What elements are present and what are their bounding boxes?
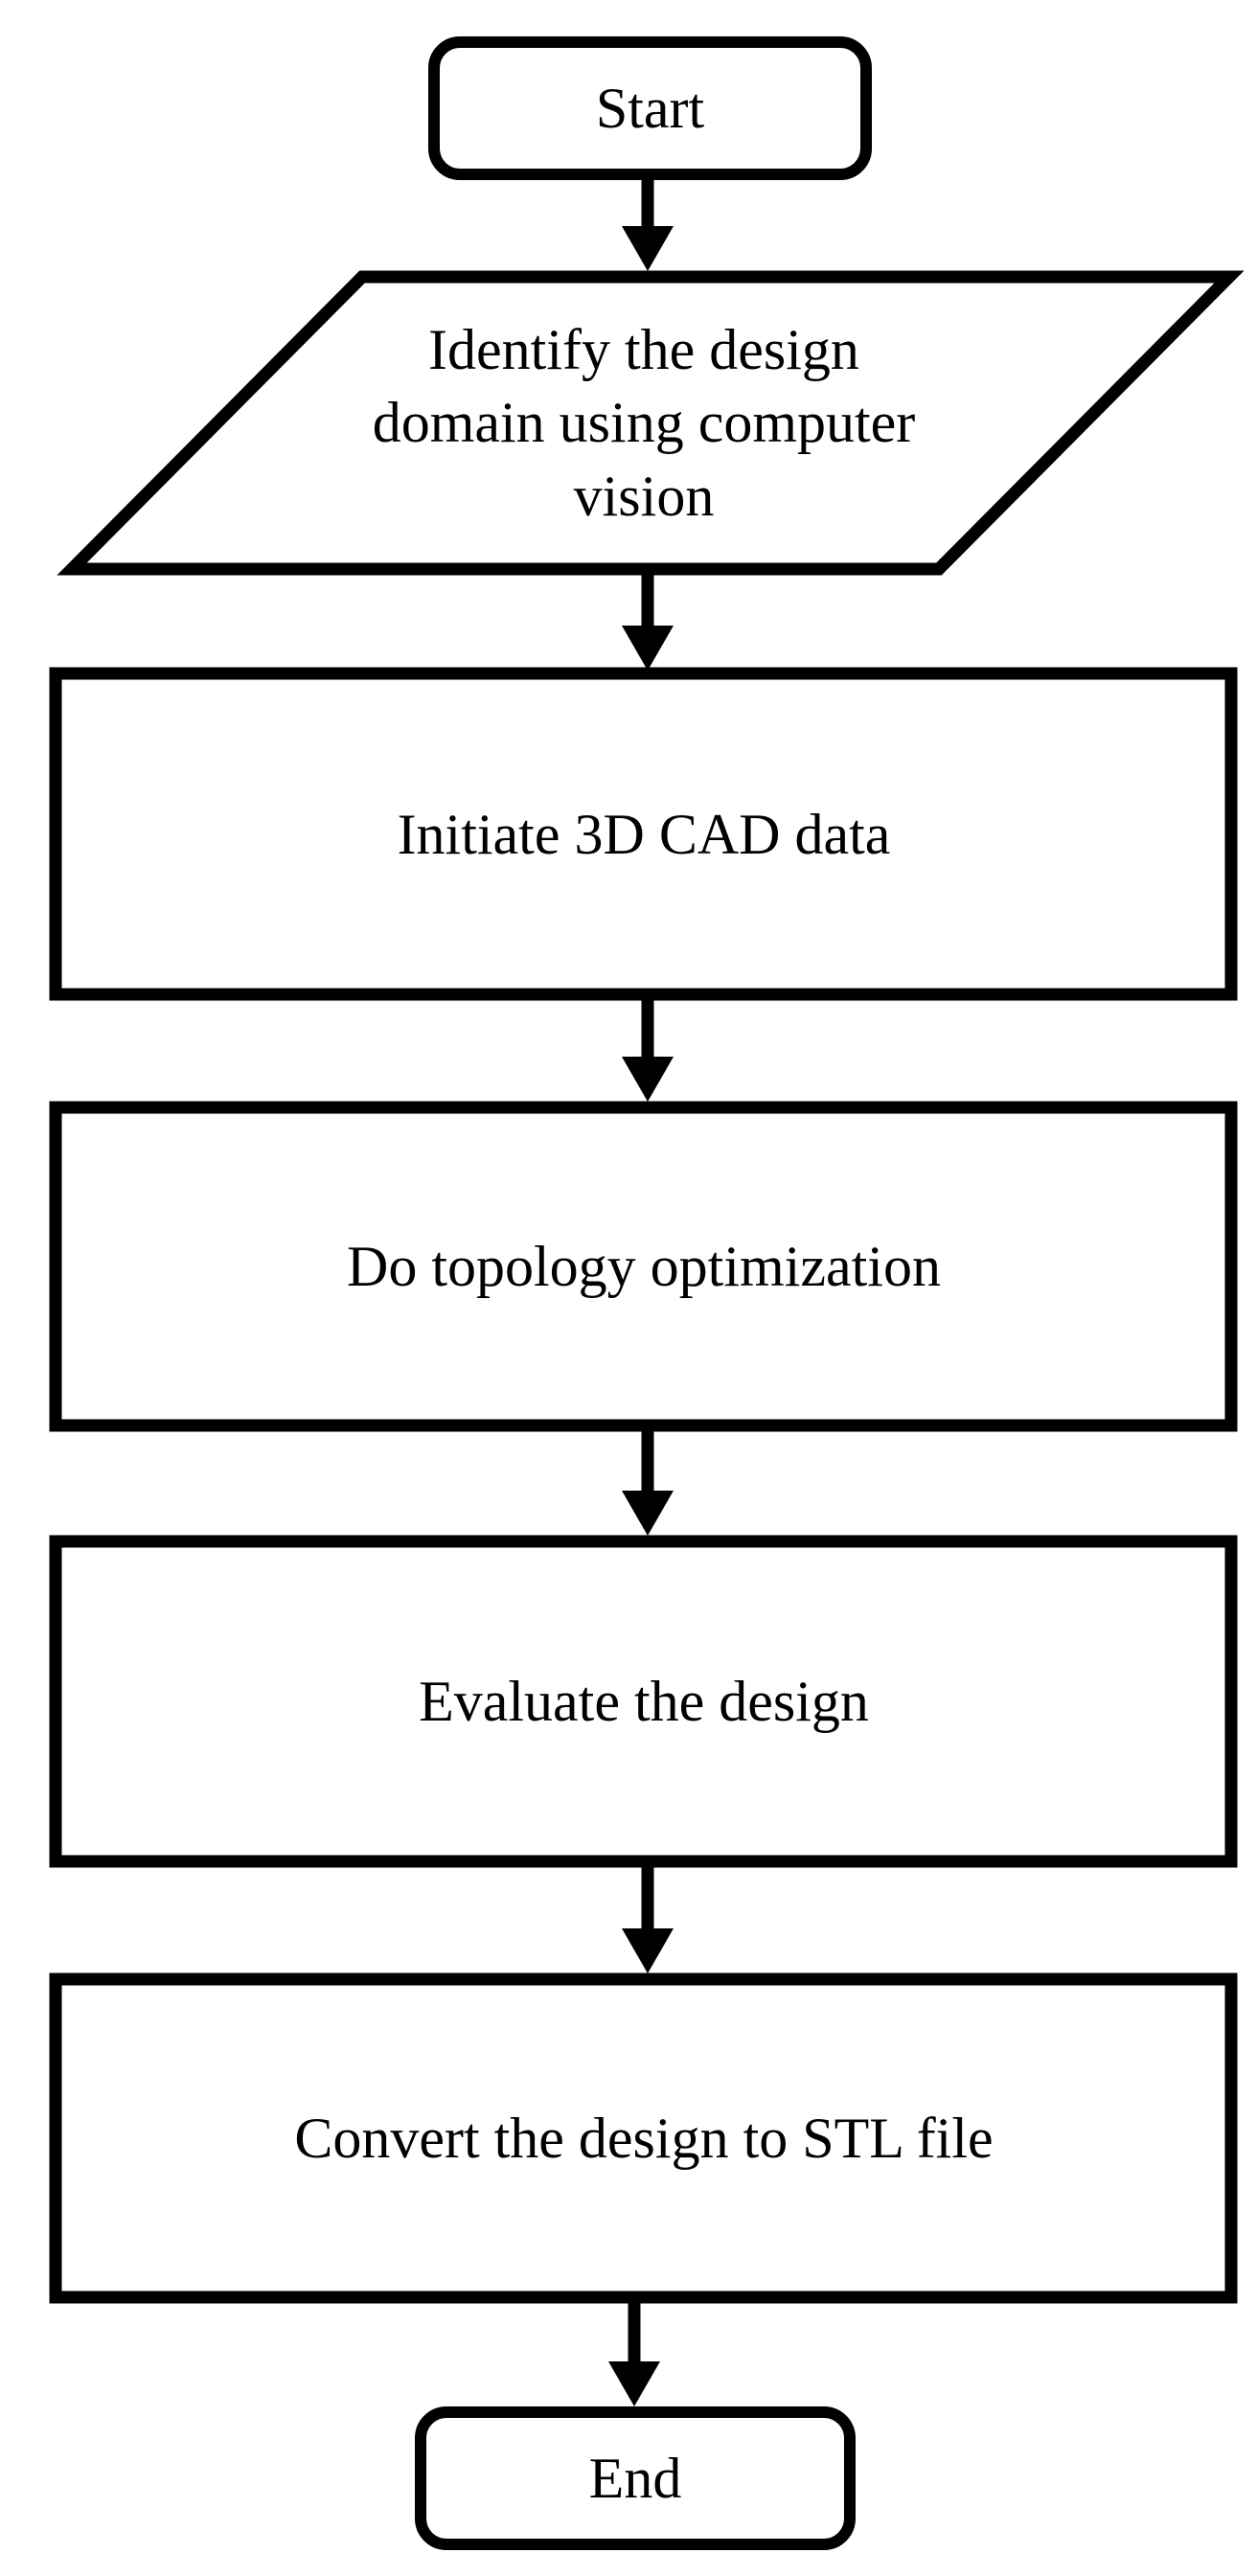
end-node-shape	[415, 2406, 856, 2550]
arrow-convert-to-end	[608, 2299, 660, 2406]
arrow-initiate-to-topology	[622, 996, 674, 1102]
process-box-initiate-shape	[49, 667, 1238, 1001]
process-box-convert-shape	[49, 1972, 1238, 2304]
arrow-evaluate-to-convert	[622, 1863, 674, 1973]
arrow-topology-to-evaluate	[622, 1427, 674, 1536]
io-parallelogram-shape	[57, 270, 1245, 576]
arrow-identify-to-initiate	[622, 569, 674, 671]
process-box-evaluate-shape	[49, 1535, 1238, 1868]
arrow-start-to-identify	[622, 178, 674, 271]
process-box-topology-shape	[49, 1101, 1238, 1432]
start-node-shape	[428, 36, 872, 180]
